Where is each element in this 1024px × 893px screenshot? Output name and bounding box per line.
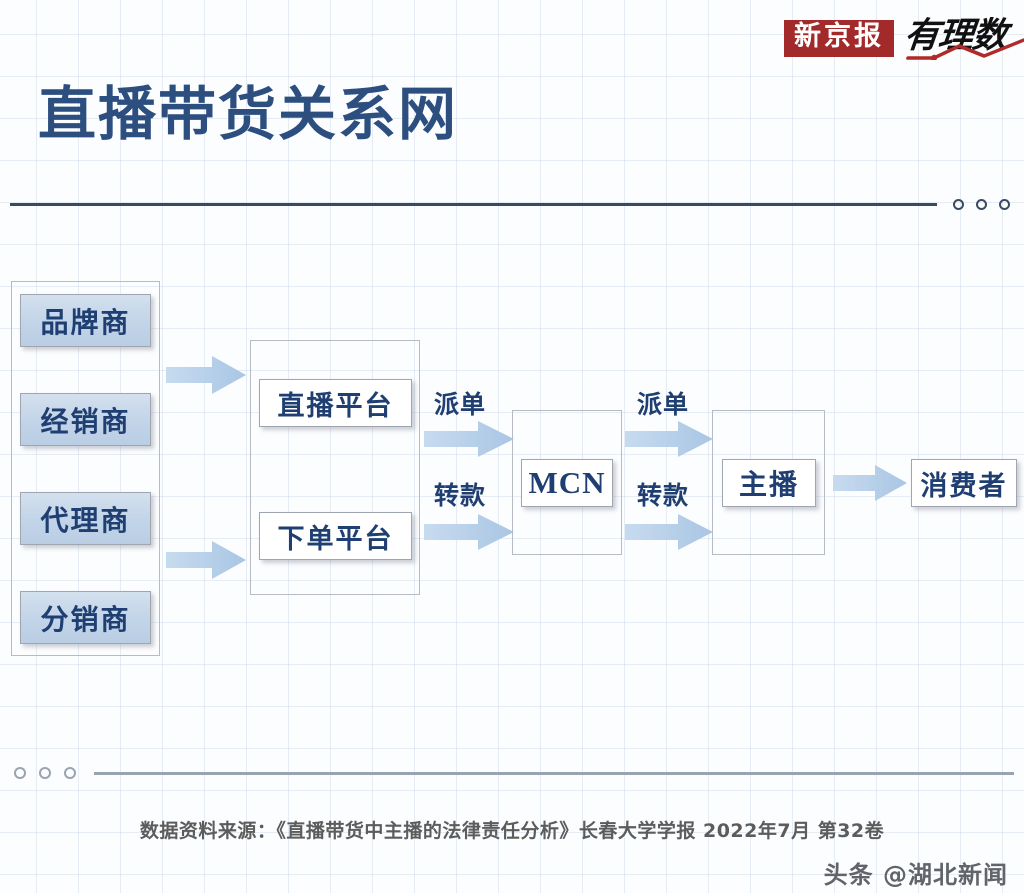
top-divider-rule [10,202,937,206]
divider-dot-icon [999,198,1010,210]
node-label: 代理商 [40,503,131,537]
top-divider-dots [953,198,1010,210]
node-label: 主播 [738,468,799,501]
brand-name-box: 新京报 [783,20,894,57]
bottom-divider-dots [14,767,76,779]
arrow-platform-to-mcn-dispatch [424,419,514,459]
anchor-group-frame [712,410,825,555]
bottom-divider-rule [94,771,1014,775]
node-label: 直播平台 [277,390,394,422]
divider-dot-icon [976,198,987,210]
source-note: 数据资料来源：《直播带货中主播的法律责任分析》长春大学学报 2022年7月 第3… [139,820,885,842]
platforms-group-frame [250,340,420,595]
node-label: MCN [528,465,606,500]
masthead-logo: 新京报 有理数 [783,15,1024,60]
node-order-platform[interactable]: 下单平台 [259,512,412,560]
node-label: 经销商 [40,404,131,438]
node-reseller[interactable]: 分销商 [20,591,151,644]
node-anchor[interactable]: 主播 [722,459,816,507]
node-agent[interactable]: 代理商 [20,492,151,545]
arrow-suppliers-to-platforms-top [166,354,246,396]
node-label: 分销商 [40,602,131,636]
edge-label-dispatch-1: 派单 [434,390,487,419]
arrow-platform-to-mcn-transfer [424,512,514,552]
page-title: 直播带货关系网 [38,80,459,148]
watermark: 头条 @湖北新闻 [823,861,1008,889]
divider-dot-icon [14,767,26,779]
arrow-mcn-to-anchor-dispatch [625,419,713,459]
node-brand[interactable]: 品牌商 [20,294,151,347]
node-consumer[interactable]: 消费者 [911,459,1017,507]
top-divider [10,196,1014,212]
bottom-divider [10,765,1014,781]
arrow-anchor-to-consumer [833,463,907,503]
node-dealer[interactable]: 经销商 [20,393,151,446]
divider-dot-icon [39,767,51,779]
node-live-platform[interactable]: 直播平台 [259,379,412,427]
mcn-group-frame [512,410,622,555]
node-label: 下单平台 [277,523,394,555]
arrow-mcn-to-anchor-transfer [625,512,713,552]
edge-label-dispatch-2: 派单 [637,390,690,419]
node-label: 品牌商 [40,305,131,339]
node-mcn[interactable]: MCN [521,459,613,507]
sub-brand-text: 有理数 [902,15,1009,56]
suppliers-group-frame [11,281,160,656]
edge-label-transfer-2: 转款 [637,481,690,510]
sub-brand-wordmark: 有理数 [900,15,1024,60]
edge-label-transfer-1: 转款 [434,481,487,510]
node-label: 消费者 [920,470,1008,502]
arrow-suppliers-to-platforms-bottom [166,539,246,581]
divider-dot-icon [64,767,76,779]
divider-dot-icon [953,198,964,210]
